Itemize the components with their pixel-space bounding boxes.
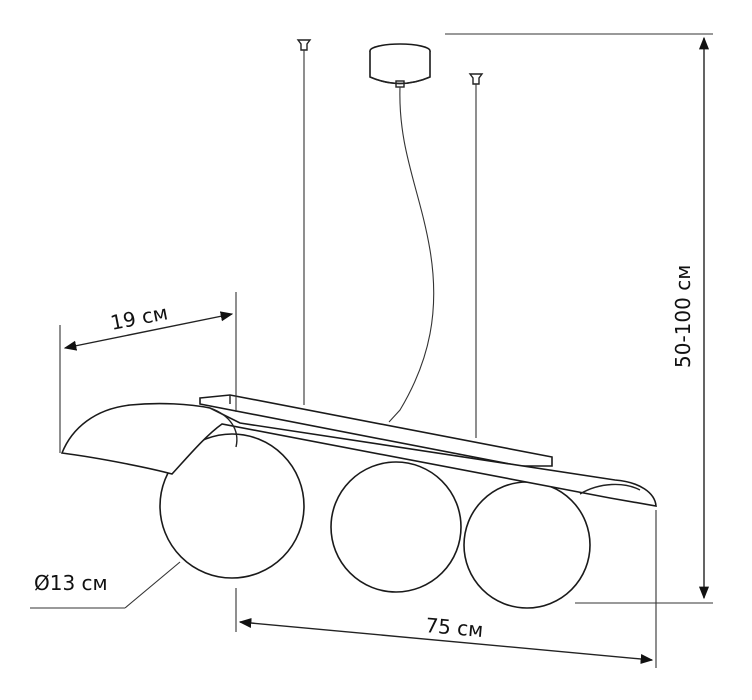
- height-label: 50-100 см: [671, 265, 695, 368]
- depth-label: 19 см: [108, 300, 169, 335]
- right-hook-icon: [468, 73, 484, 438]
- ceiling-hooks: [296, 39, 484, 438]
- diameter-label: Ø13 см: [34, 571, 108, 595]
- diameter-callout: Ø13 см: [30, 561, 181, 609]
- curved-plate: [60, 402, 657, 507]
- globe-left: [159, 433, 305, 579]
- length-dimension: 75 см: [235, 510, 657, 668]
- lamp-bar: [199, 394, 553, 467]
- height-dimension: 50-100 см: [445, 33, 713, 604]
- globe-middle: [330, 461, 462, 593]
- left-hook-icon: [296, 39, 312, 405]
- power-cable: [388, 86, 435, 423]
- globe-right: [463, 481, 591, 609]
- ceiling-canopy: [369, 43, 431, 88]
- length-label: 75 см: [425, 613, 485, 642]
- globe-shades: [159, 433, 591, 609]
